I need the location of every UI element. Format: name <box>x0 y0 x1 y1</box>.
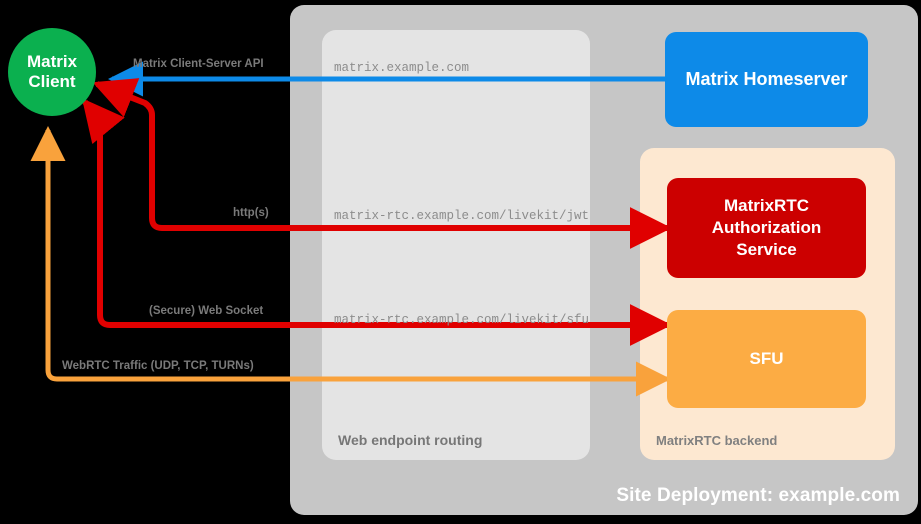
connection-label-sfu-ws: (Secure) Web Socket <box>149 305 264 317</box>
connection-label-cs-api: Matrix Client-Server API <box>133 58 264 70</box>
node-matrix-homeserver-label: Matrix Homeserver <box>685 69 848 89</box>
web-endpoint-routing-container: Web endpoint routing <box>322 30 590 460</box>
connection-label-webrtc: WebRTC Traffic (UDP, TCP, TURNs) <box>62 360 254 372</box>
web-endpoint-routing-label: Web endpoint routing <box>338 432 483 448</box>
endpoint-url-sfu: matrix-rtc.example.com/livekit/sfu <box>334 313 590 327</box>
node-matrix-client-label: Matrix Client <box>26 51 78 91</box>
endpoint-url-jwt: matrix-rtc.example.com/livekit/jwt <box>334 209 590 223</box>
endpoint-url-matrix: matrix.example.com <box>334 61 470 75</box>
node-sfu[interactable]: SFU <box>667 310 866 408</box>
node-matrixrtc-authorization-service[interactable]: MatrixRTC Authorization Service <box>667 178 866 278</box>
matrixrtc-backend-label: MatrixRTC backend <box>656 433 778 448</box>
node-matrix-client[interactable]: Matrix Client <box>8 28 96 116</box>
node-sfu-label: SFU <box>749 349 784 368</box>
site-deployment-label: Site Deployment: example.com <box>616 485 900 506</box>
node-matrixrtc-authorization-service-label: MatrixRTC Authorization Service <box>711 195 822 260</box>
node-matrix-homeserver[interactable]: Matrix Homeserver <box>665 32 868 127</box>
connection-label-jwt: http(s) <box>233 207 269 219</box>
